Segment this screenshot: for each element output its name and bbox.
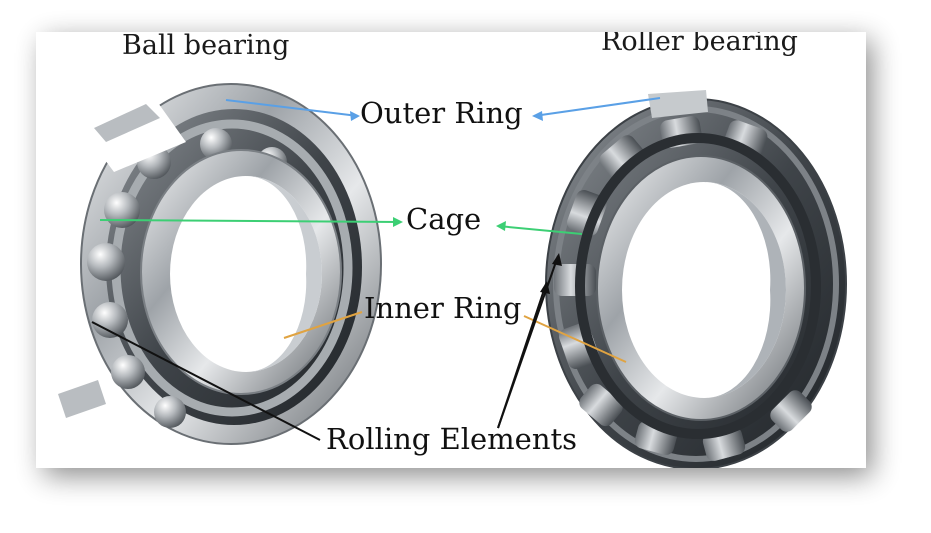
figure-frame: Ball bearing Roller bearing Outer Ring C… — [36, 32, 866, 468]
ball-bore-shade — [246, 175, 322, 373]
ball-cutaway-face-bottom — [58, 380, 106, 418]
ball-cutaway-face-top — [94, 104, 160, 142]
cage-arrowhead-right — [496, 221, 506, 231]
roller-bore — [622, 182, 786, 398]
outer-ring-leader-left — [225, 99, 359, 117]
rolling-elements-leader-left — [91, 321, 321, 441]
roller-bearing-title: Roller bearing — [601, 32, 798, 57]
cage-leader-right — [497, 225, 583, 235]
rolling-elements-arrowhead-b — [540, 281, 550, 294]
leader-lines — [91, 97, 661, 441]
outer-ring-leader-right — [533, 97, 661, 117]
roller-cutaway-top — [648, 90, 708, 118]
rolling-elements-label: Rolling Elements — [326, 422, 578, 456]
outer-ring-arrowhead-left — [350, 111, 360, 121]
rolling-elements-leader-right-b — [497, 283, 547, 429]
outer-ring-arrowhead-right — [532, 111, 543, 121]
cage-leader-left — [99, 219, 402, 223]
ball-bearing-figure — [56, 83, 382, 445]
rolling-elements-arrowhead-a — [552, 253, 562, 266]
inner-ring-label: Inner Ring — [364, 291, 522, 325]
bearing-illustration — [56, 83, 847, 468]
outer-ring-label: Outer Ring — [360, 96, 523, 130]
ball-cutaway-top — [84, 100, 186, 172]
cage-label: Cage — [406, 202, 482, 236]
roller-bore-shade — [704, 181, 786, 399]
roller-cage — [575, 133, 821, 439]
roller-bearing-figure — [545, 90, 847, 468]
inner-ring-leader-right — [523, 315, 627, 363]
ball-bore — [170, 176, 322, 372]
ball-bearing-title: Ball bearing — [122, 32, 290, 61]
cage-arrowhead-left — [393, 217, 403, 227]
inner-ring-leader-left — [283, 311, 363, 339]
